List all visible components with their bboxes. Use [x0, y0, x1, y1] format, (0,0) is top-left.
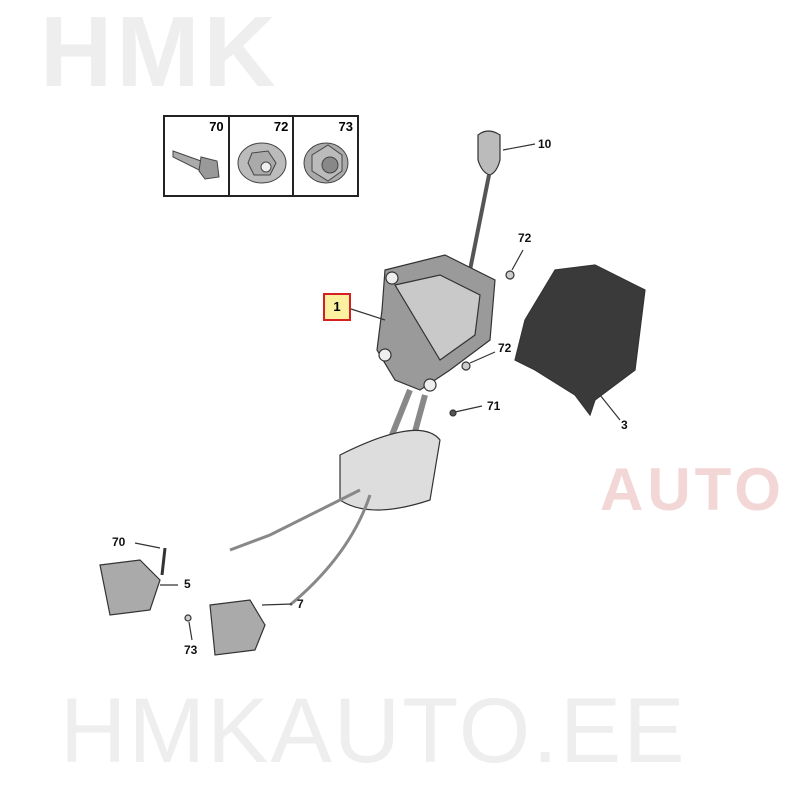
callout-7[interactable]: 7	[297, 597, 304, 611]
screw-icon	[172, 150, 220, 180]
legend-number: 73	[338, 119, 354, 134]
legend-nut-73: 73	[294, 117, 357, 195]
callout-5[interactable]: 5	[184, 577, 191, 591]
callout-3[interactable]: 3	[621, 418, 628, 432]
legend-screw-70: 70	[165, 117, 230, 195]
callout-10[interactable]: 10	[538, 137, 552, 151]
flange-nut-washer-icon	[237, 142, 287, 184]
watermark-url: HMKAUTO.EE	[60, 680, 687, 782]
legend-nut-washer-72: 72	[230, 117, 295, 195]
legend-number: 70	[209, 119, 224, 134]
callout-71[interactable]: 71	[487, 399, 501, 413]
watermark-main: HMK	[40, 0, 280, 108]
fastener-legend: 70 72 73	[163, 115, 359, 197]
callout-72-lower[interactable]: 72	[498, 341, 512, 355]
flange-nut-icon	[303, 142, 349, 184]
watermark-sub: AUTO	[600, 456, 785, 523]
legend-number: 72	[273, 119, 289, 134]
callout-73[interactable]: 73	[184, 643, 198, 657]
callout-70[interactable]: 70	[112, 535, 126, 549]
callout-72-upper[interactable]: 72	[518, 231, 532, 245]
callout-1-highlighted[interactable]: 1	[323, 293, 351, 321]
